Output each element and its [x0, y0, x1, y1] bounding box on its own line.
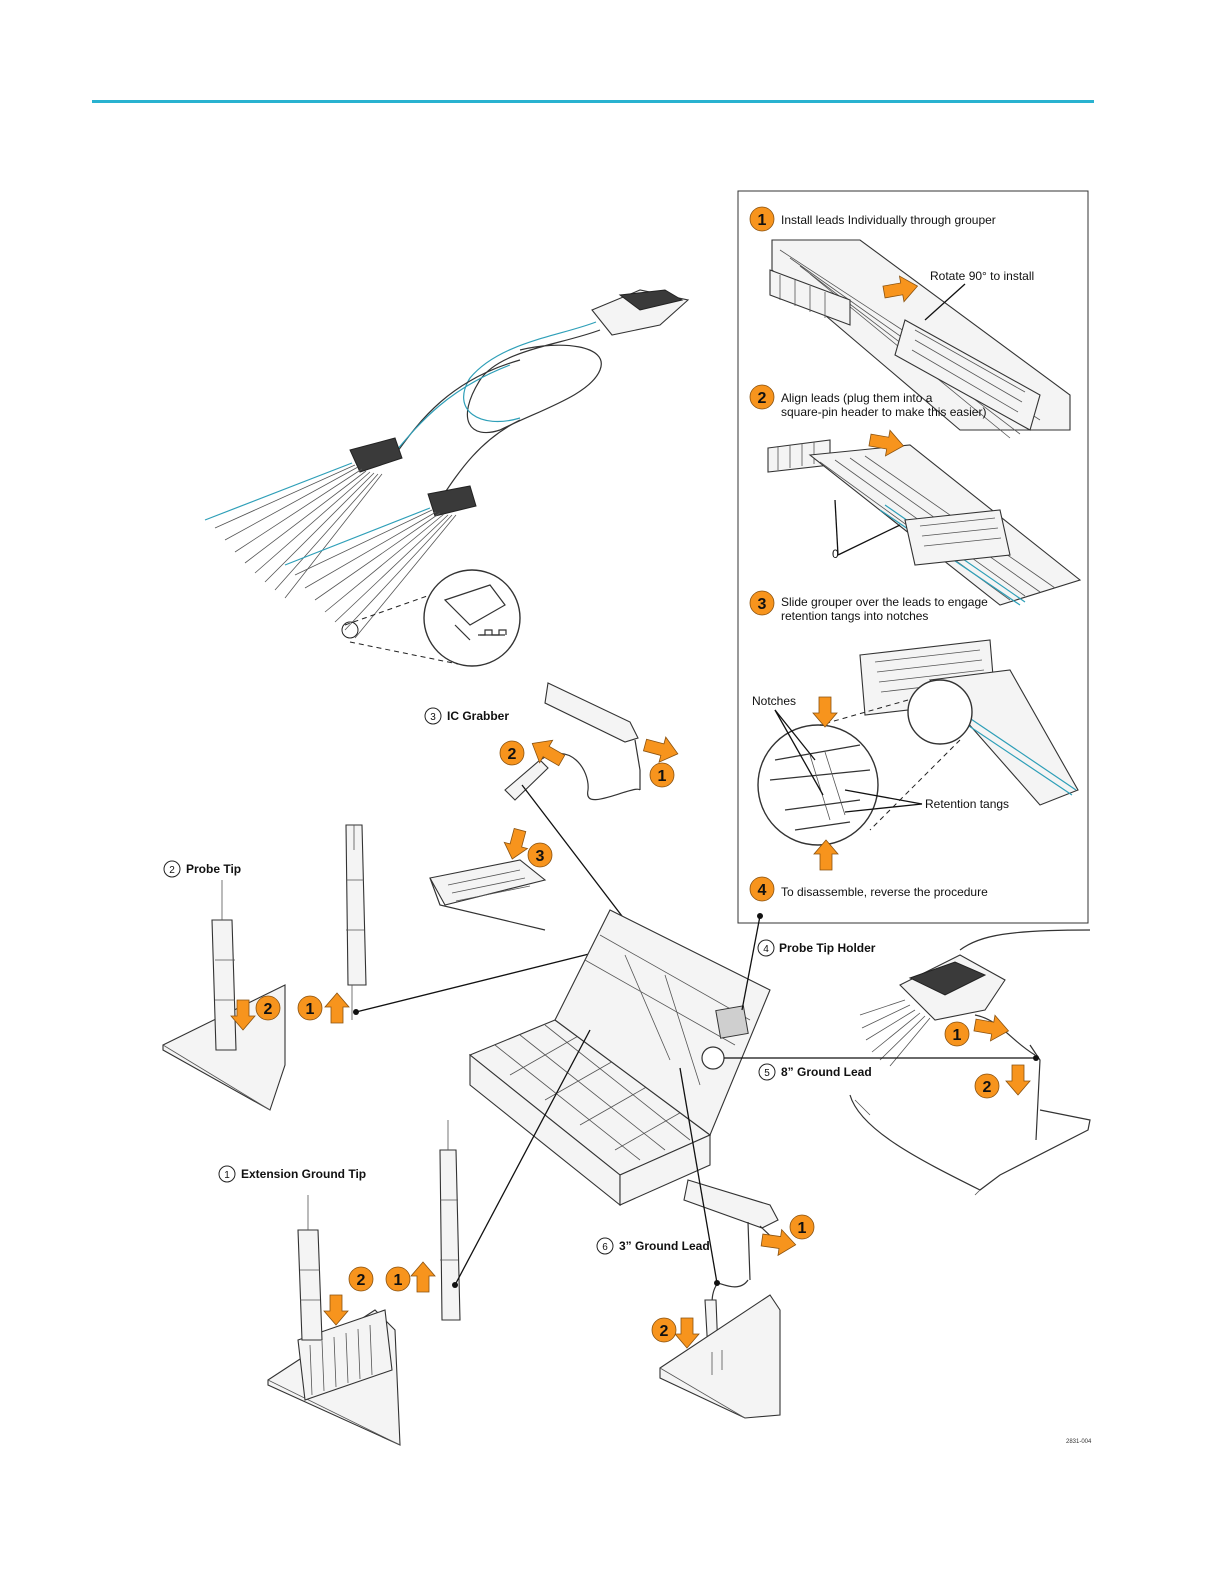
- probe-tip-step-a: 2: [264, 1001, 273, 1018]
- inset-step-3-number: 3: [758, 596, 767, 613]
- ground-lead-3-number: 6: [602, 1242, 608, 1253]
- ic-grabber-label: IC Grabber: [447, 709, 509, 723]
- inset-step-3: 3 Slide grouper over the leads to engage…: [749, 590, 1079, 871]
- extension-ground-tip-step-a: 2: [357, 1272, 366, 1289]
- ground-lead-3-group: 6 3” Ground Lead 1 2: [596, 1067, 815, 1419]
- inset-step-1: 1 Install leads Individually through gro…: [749, 206, 1071, 439]
- header-illustration: [767, 439, 1082, 606]
- ground-lead-8-number: 5: [764, 1068, 770, 1079]
- grouper-illustration-1: [769, 239, 1071, 439]
- probe-tip-holder-number: 4: [763, 944, 769, 955]
- extension-ground-tip-number: 1: [224, 1170, 230, 1181]
- extension-ground-tip-group: 1 Extension Ground Tip 2 1: [218, 1029, 591, 1446]
- inset-step-2-text-line-1: Align leads (plug them into a: [781, 391, 933, 405]
- probe-leads: [204, 462, 457, 639]
- inset-step-4: 4 To disassemble, reverse the procedure: [749, 876, 988, 902]
- ground-lead-3-label: 3” Ground Lead: [619, 1239, 710, 1253]
- inset-step-2-text-line-2: square-pin header to make this easier): [781, 405, 986, 419]
- extension-ground-tip-label: Extension Ground Tip: [241, 1167, 366, 1181]
- extension-ground-tip-step-b: 1: [394, 1272, 403, 1289]
- ic-grabber-step-a: 2: [508, 746, 517, 763]
- ground-lead-8-label: 8” Ground Lead: [781, 1065, 872, 1079]
- ground-lead-3-step-a: 1: [798, 1220, 807, 1237]
- inset-step-1-number: 1: [758, 212, 767, 229]
- ic-grabber-step-b: 1: [658, 768, 667, 785]
- probe-tip-holder-label: Probe Tip Holder: [779, 941, 876, 955]
- inset-step-2: 2 Align leads (plug them into a square-p…: [749, 384, 1082, 606]
- inset-step-3-tangs: Retention tangs: [925, 797, 1009, 811]
- probe-tip-number: 2: [169, 865, 175, 876]
- ic-grabber-number: 3: [430, 712, 436, 723]
- probe-tip-holder-group: 4 Probe Tip Holder: [741, 913, 876, 1011]
- inset-step-2-number: 2: [758, 390, 767, 407]
- inset-step-4-number: 4: [758, 882, 767, 899]
- inset-step-1-note: Rotate 90° to install: [930, 269, 1034, 283]
- inset-step-4-text: To disassemble, reverse the procedure: [781, 885, 988, 899]
- ic-grabber-group: 3 IC Grabber 2 1 3: [424, 682, 682, 959]
- header-rule: [92, 100, 1094, 103]
- figure-id: 2831-004: [1066, 1439, 1092, 1445]
- inset-step-3-notches: Notches: [752, 694, 796, 708]
- logic-probe-illustration: [204, 289, 690, 667]
- inset-step-3-text-line-2: retention tangs into notches: [781, 609, 928, 623]
- probe-tip-label: Probe Tip: [186, 862, 241, 876]
- probe-tip-group: 2 Probe Tip 2 1: [162, 824, 606, 1111]
- inset-step-3-text-line-1: Slide grouper over the leads to engage: [781, 595, 988, 609]
- ground-lead-8-group: 1 2 5 8” Ground Lead: [724, 929, 1091, 1196]
- accessory-case: [468, 909, 771, 1207]
- ground-lead-3-step-b: 2: [660, 1323, 669, 1340]
- assembly-inset: 1 Install leads Individually through gro…: [737, 190, 1089, 924]
- inset-step-1-text: Install leads Individually through group…: [781, 213, 996, 227]
- ic-grabber-step-c: 3: [536, 848, 545, 865]
- ground-lead-8-step-b: 2: [983, 1079, 992, 1096]
- ground-lead-8-step-a: 1: [953, 1027, 962, 1044]
- probe-tip-step-b: 1: [306, 1001, 315, 1018]
- inset-step-2-callout: 0: [832, 547, 839, 561]
